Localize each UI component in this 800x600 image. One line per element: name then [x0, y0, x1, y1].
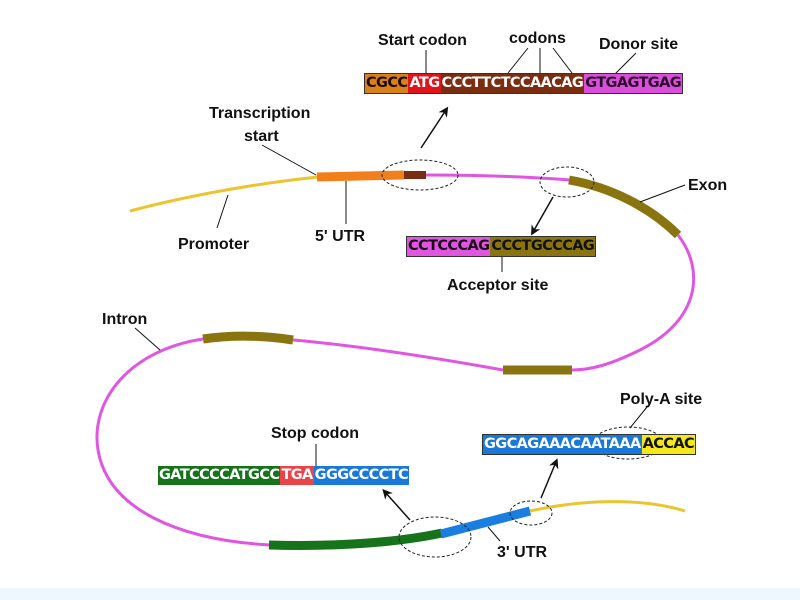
sequence-segment-intron: CCTCCCAG: [407, 237, 491, 256]
polya-site-leader: [629, 406, 648, 429]
sequence-segment-downstream: ACCAC: [641, 435, 695, 454]
intron-strand-1: [425, 173, 571, 182]
utr3-segment: [439, 506, 532, 539]
promoter-leader: [216, 194, 229, 229]
sequence-segment-5-utr: CGCC: [365, 74, 409, 93]
start-codon-label: Start codon: [378, 32, 467, 49]
intron-label: Intron: [102, 311, 147, 328]
promoter-strand: [129, 175, 319, 213]
donor-site-leader: [614, 52, 637, 75]
promoter-label: Promoter: [178, 236, 249, 253]
codons-label: codons: [509, 30, 566, 47]
exon-segment-2: [202, 331, 294, 345]
sequence-segment-3-utr: GGCAGAAACAATAAA: [483, 435, 642, 454]
sequence-segment-stop-codon: TGA: [280, 466, 314, 485]
codons-leader-3: [552, 47, 573, 74]
sequence-segment-exon: CCCTGCCCAG: [490, 237, 596, 256]
sequence-segment-3-utr: GGGCCCCTC: [313, 466, 410, 485]
utr5-label: 5' UTR: [315, 228, 365, 245]
downstream-strand: [529, 500, 686, 513]
polya-region-highlight: [509, 500, 553, 526]
polya-site-label: Poly-A site: [620, 391, 702, 408]
utr3-leader: [487, 526, 501, 542]
utr5-segment: [316, 170, 405, 182]
stop-region-arrow: [382, 489, 411, 521]
stop-codon-label: Stop codon: [271, 425, 359, 442]
stop-region-highlight: [398, 516, 472, 558]
exon-label: Exon: [688, 177, 727, 194]
exon-leader: [639, 184, 686, 203]
polya-region-arrow: [540, 458, 559, 499]
coding-end-segment: [268, 528, 443, 550]
transcription-start-label-line1: Transcription: [209, 105, 310, 122]
sequence-segment-start-codon: ATG: [408, 74, 441, 93]
intron-leader: [134, 327, 161, 351]
bottom-bar: [0, 588, 800, 600]
utr3-label: 3' UTR: [497, 544, 547, 561]
exon-segment-1: [568, 175, 682, 239]
codons-leader-1: [507, 47, 529, 74]
acceptor-region-highlight: [539, 166, 595, 198]
start-region-highlight: [381, 159, 459, 191]
intron-strand-3: [292, 338, 504, 372]
intron-strand-4: [95, 337, 271, 547]
sequence-segment-intron-donor: GTGAGTGAG: [584, 74, 683, 93]
acceptor-site-label: Acceptor site: [447, 277, 548, 294]
transcription-start-leader: [261, 144, 317, 176]
sequence-segment-coding: GATCCCCATGCC: [158, 466, 281, 485]
acceptor-region-arrow: [531, 196, 554, 236]
start-region-arrow: [420, 106, 449, 149]
transcription-start-label-line2: start: [244, 128, 279, 145]
sequence-segment-coding: CCCTTCTCCAACAG: [440, 74, 585, 93]
donor-site-label: Donor site: [599, 36, 678, 53]
intron-strand-2: [571, 234, 696, 372]
